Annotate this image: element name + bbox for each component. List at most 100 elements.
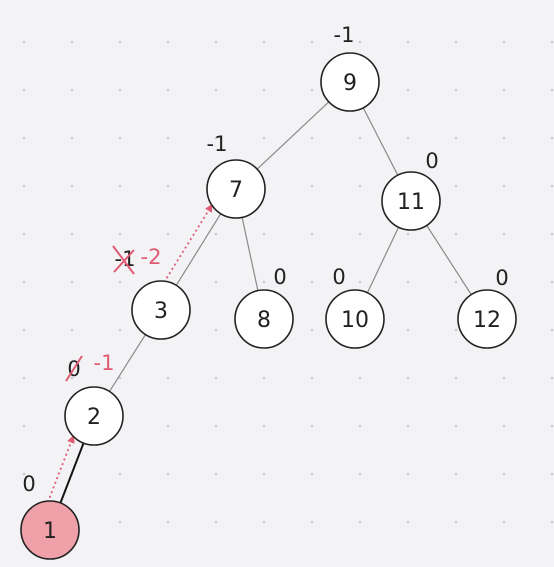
grid-dot [406,40,410,44]
grid-dot [214,424,218,428]
grid-dot [70,184,74,188]
grid-dot [166,520,170,524]
grid-dot [22,40,26,44]
grid-dot [502,184,506,188]
grid-dot [166,472,170,476]
balance-factor: 0 [22,472,35,496]
balance-factor: 0 [425,149,438,173]
grid-dot [358,520,362,524]
grid-dot [214,136,218,140]
grid-dot [22,328,26,332]
balance-factor: -1 [207,132,228,156]
grid-dot [550,184,554,188]
grid-dot [70,136,74,140]
grid-dot [358,280,362,284]
grid-dot [214,232,218,236]
grid-dot [454,88,458,92]
grid-dot [550,520,554,524]
balance-factor: -1 [334,23,355,47]
edge-11-10 [366,226,400,294]
propagation-arrow-1-2 [46,435,75,503]
grid-dot [22,232,26,236]
grid-dot [454,232,458,236]
grid-dot [118,232,122,236]
edge-11-12 [426,225,472,295]
grid-dot [454,280,458,284]
grid-dot [502,232,506,236]
grid-dot [310,424,314,428]
balance-factor: 0 [332,265,345,289]
grid-dot [70,232,74,236]
node-label: 8 [257,308,271,333]
grid-dot [406,88,410,92]
grid-dot [310,280,314,284]
node-label: 3 [154,299,168,324]
grid-dot [214,376,218,380]
grid-dot [310,184,314,188]
grid-dot [550,472,554,476]
grid-dot [166,376,170,380]
grid-dot [214,520,218,524]
grid-dot [358,424,362,428]
grid-dot [454,184,458,188]
grid-dot [358,232,362,236]
grid-dot [118,520,122,524]
grid-dot [550,88,554,92]
grid-dot [22,88,26,92]
grid-dot [550,280,554,284]
propagation-arrows [46,203,213,503]
grid-dot [358,40,362,44]
grid-dot [262,280,266,284]
grid-dot [310,136,314,140]
grid-dot [502,88,506,92]
grid-dot [502,40,506,44]
grid-dot [262,424,266,428]
edge-2-1 [59,442,85,504]
edge-7-3 [175,213,222,286]
node-label: 7 [229,178,243,203]
grid-dot [310,520,314,524]
grid-dot [550,136,554,140]
tree-node-8: 8 0 [234,265,294,349]
tree-node-3: 3 -1 -2 [112,245,191,340]
grid-dot [550,40,554,44]
tree-edges [59,101,472,504]
balance-factor: 0 [273,265,286,289]
grid-dot [358,136,362,140]
grid-dot [454,520,458,524]
grid-dot [262,520,266,524]
grid-dot [454,40,458,44]
grid-dot [406,472,410,476]
grid-dot [406,280,410,284]
grid-dot [22,184,26,188]
balance-factor-new: -2 [141,245,162,269]
grid-dot [358,376,362,380]
grid-dot [310,328,314,332]
grid-dot [118,472,122,476]
grid-dot [358,472,362,476]
grid-dot [502,280,506,284]
grid-dot [262,136,266,140]
grid-dot [118,376,122,380]
grid-dot [70,376,74,380]
grid-dot [406,232,410,236]
grid-dot [550,232,554,236]
node-label: 9 [343,71,357,96]
grid-dot [214,472,218,476]
strike-mark [65,355,83,382]
grid-dot [310,472,314,476]
grid-dot [166,232,170,236]
grid-dot [118,136,122,140]
grid-dot [310,232,314,236]
grid-dot [454,136,458,140]
edge-9-11 [362,107,399,176]
grid-dot [166,88,170,92]
grid-dot [502,520,506,524]
grid-dot [22,376,26,380]
grid-dot [22,136,26,140]
grid-dot [166,184,170,188]
grid-dot [550,328,554,332]
grid-dot [406,328,410,332]
node-label: 2 [87,405,101,430]
